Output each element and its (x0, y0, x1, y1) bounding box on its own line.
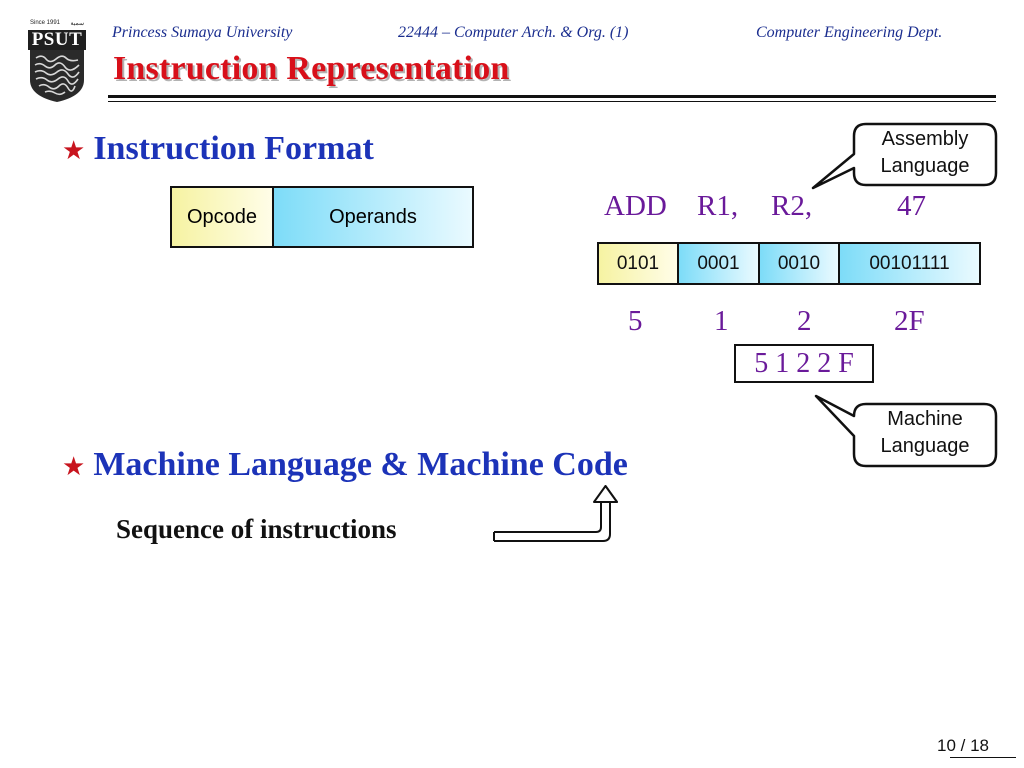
bullet-machine-language: ★ Machine Language & Machine Code (62, 446, 628, 484)
bullet-text: Instruction Format (93, 130, 374, 167)
machine-callout-line2: Language (880, 435, 970, 457)
logo-emblem-icon (30, 50, 84, 102)
star-bullet-icon: ★ (62, 136, 86, 166)
binary-cell-opcode: 0101 (599, 244, 679, 283)
bullet-instruction-format: ★ Instruction Format (62, 130, 374, 168)
instruction-format-box: Opcode Operands (170, 186, 474, 248)
assembly-callout-label: Assembly Language (856, 126, 994, 180)
logo-arabic-text: سمية (70, 21, 84, 27)
bullet-text: Machine Language & Machine Code (93, 446, 628, 483)
opcode-field: Opcode (172, 188, 274, 246)
assembly-r1: R1, (697, 190, 739, 222)
machine-callout-line1: Machine (887, 408, 963, 430)
hex-digit-immediate: 2F (894, 305, 925, 337)
logo-since-caption: Since 1991 سمية (30, 20, 84, 30)
machine-callout-label: Machine Language (856, 406, 994, 460)
binary-cell-immediate: 00101111 (840, 244, 979, 283)
logo-badge: PSUT (28, 30, 86, 50)
header-department: Computer Engineering Dept. (756, 24, 943, 41)
up-bent-arrow-icon (493, 485, 618, 542)
title-rule-thick (108, 95, 996, 98)
binary-cell-r2: 0010 (760, 244, 840, 283)
star-bullet-icon: ★ (62, 452, 86, 482)
assembly-opcode: ADD (604, 190, 667, 222)
assembly-callout-line2: Language (880, 155, 970, 177)
assembly-callout-line1: Assembly (881, 128, 969, 150)
assembly-r2: R2, (771, 190, 813, 222)
logo-since-text: Since 1991 (30, 20, 61, 26)
binary-cell-r1: 0001 (679, 244, 760, 283)
slide-title: Instruction Representation (113, 50, 510, 87)
hex-digit-r1: 1 (714, 305, 729, 337)
operands-field: Operands (274, 188, 472, 246)
binary-encoding-box: 0101 0001 0010 00101111 (597, 242, 981, 285)
assembly-immediate: 47 (897, 190, 926, 222)
machine-callout-bubble (814, 394, 998, 468)
hex-digit-opcode: 5 (628, 305, 643, 337)
assembly-callout-bubble (811, 122, 998, 190)
psut-logo: Since 1991 سمية PSUT (26, 20, 88, 104)
title-rule-thin (108, 101, 996, 102)
machine-code-box: 5 1 2 2 F (734, 344, 874, 383)
header-course: 22444 – Computer Arch. & Org. (1) (398, 24, 629, 41)
sub-bullet-sequence: Sequence of instructions (116, 514, 397, 544)
hex-digit-r2: 2 (797, 305, 812, 337)
page-number: 10 / 18 (937, 736, 989, 755)
page-number-underline (950, 757, 1016, 758)
header-university: Princess Sumaya University (112, 24, 293, 41)
